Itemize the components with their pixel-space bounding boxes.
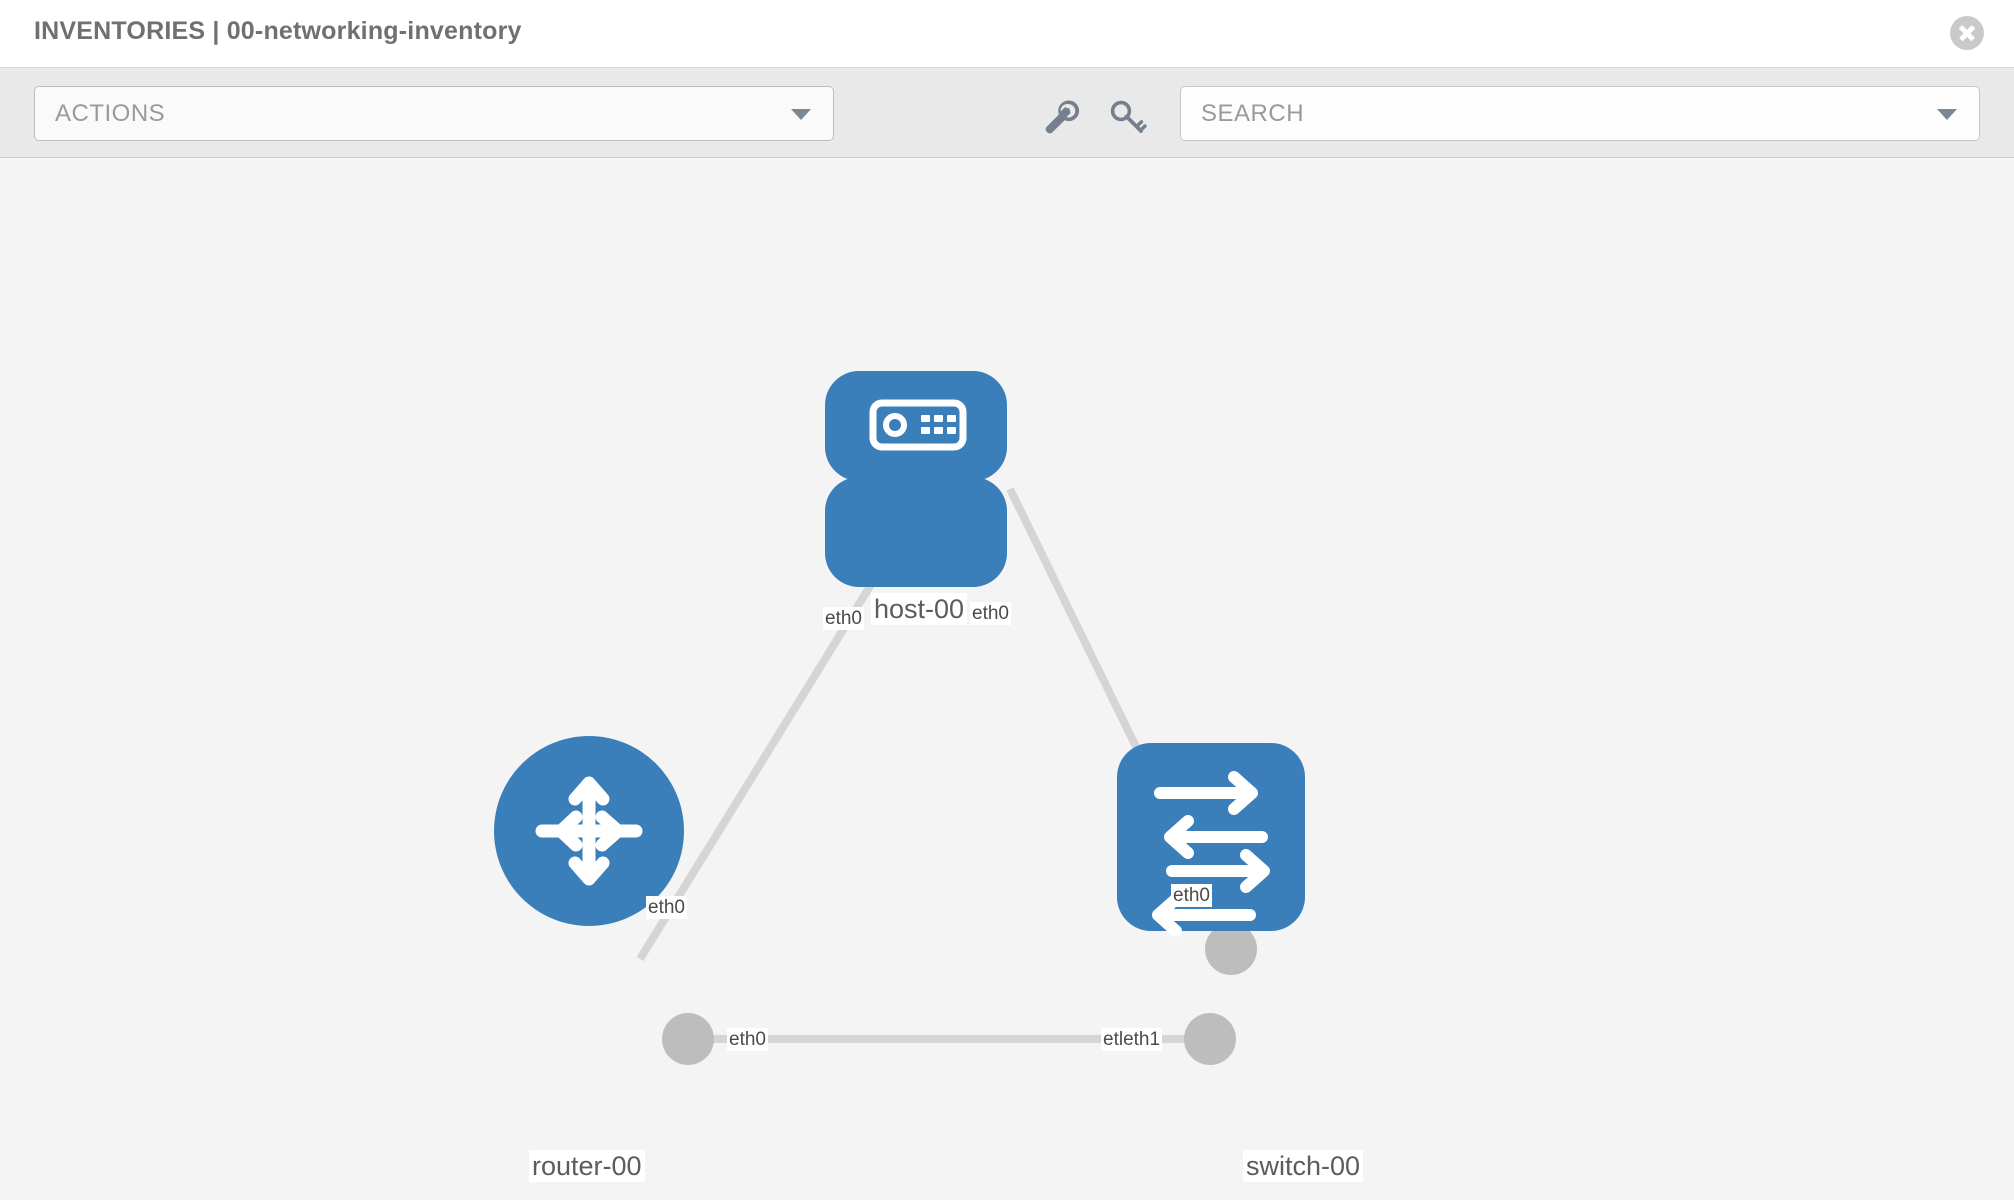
topology-graph — [494, 371, 1305, 1065]
actions-dropdown-label: ACTIONS — [55, 100, 166, 127]
edge-label: etleth1 — [1101, 1028, 1163, 1051]
interface-dot-switch-eth0 — [1205, 923, 1257, 975]
edge-label: eth0 — [646, 896, 687, 919]
node-label-switch: switch-00 — [1243, 1150, 1364, 1182]
close-icon[interactable] — [1950, 16, 1984, 50]
toolbar: ACTIONS SEARCH — [0, 68, 2014, 158]
search-placeholder: SEARCH — [1201, 100, 1305, 127]
interface-dot-switch-eth1 — [1184, 1013, 1236, 1065]
node-host-00 — [825, 371, 1007, 587]
wrench-icon[interactable] — [1037, 94, 1083, 140]
edge-label: eth0 — [1171, 884, 1212, 907]
edge-label: eth0 — [727, 1028, 768, 1051]
page-header: INVENTORIES | 00-networking-inventory — [0, 0, 2014, 68]
node-router-00 — [494, 736, 684, 926]
node-switch-00 — [1117, 743, 1305, 937]
chevron-down-icon — [1937, 108, 1957, 120]
interface-dot-router-eth0 — [662, 1013, 714, 1065]
edge-label: eth0 — [970, 602, 1011, 625]
edge-label: eth0 — [823, 607, 864, 630]
actions-dropdown[interactable]: ACTIONS — [34, 86, 834, 141]
node-label-router: router-00 — [529, 1150, 645, 1182]
chevron-down-icon — [791, 108, 811, 120]
topology-canvas[interactable]: eth0 eth0 eth0 eth0 eth0 etleth1 host-00… — [0, 159, 2014, 1200]
node-label-host: host-00 — [871, 593, 968, 625]
page-title: INVENTORIES | 00-networking-inventory — [34, 17, 522, 45]
search-input[interactable]: SEARCH — [1180, 86, 1980, 141]
key-icon[interactable] — [1105, 94, 1151, 140]
